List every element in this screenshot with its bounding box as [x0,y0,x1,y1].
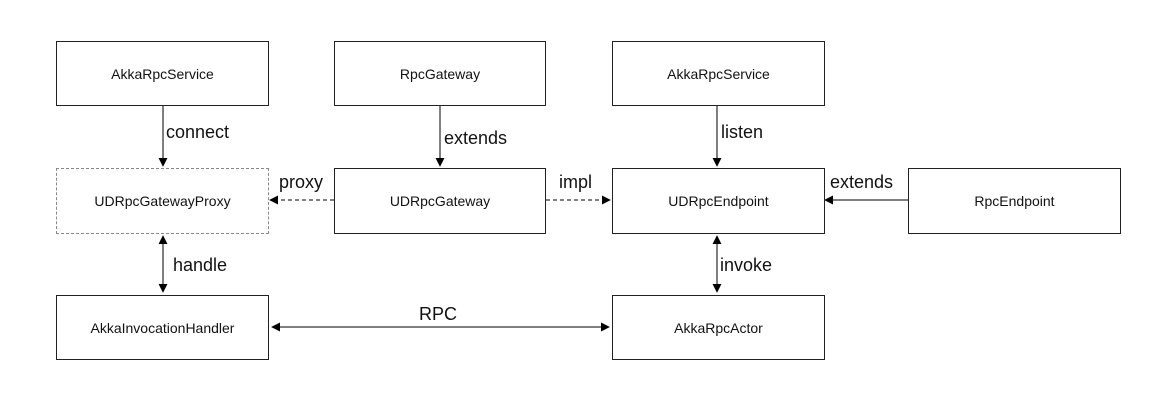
node-label: AkkaRpcService [667,65,770,82]
extends-gateway-label: extends [444,128,508,148]
rpc-label: RPC [419,304,458,324]
node-label: UDRpcGateway [389,193,491,209]
node-label: RpcGateway [399,65,481,82]
handle-label: handle [173,255,228,275]
proxy-label: proxy [279,172,324,192]
node-label: AkkaRpcService [111,65,214,82]
extends-endpoint-label: extends [830,172,894,192]
rpc-gateway-node: RpcGateway [334,41,546,106]
node-label: AkkaRpcActor [674,319,763,336]
node-label: UDRpcEndpoint [668,193,769,209]
akka-rpc-service-right-node: AkkaRpcService [612,41,825,106]
impl-label: impl [559,172,593,192]
ud-rpc-endpoint-node: UDRpcEndpoint [612,168,825,234]
akka-invocation-handler-node: AkkaInvocationHandler [56,295,269,360]
node-label: UDRpcGatewayProxy [94,193,231,209]
akka-rpc-actor-node: AkkaRpcActor [612,295,825,360]
ud-rpc-gateway-proxy-node: UDRpcGatewayProxy [56,168,269,234]
rpc-endpoint-node: RpcEndpoint [908,168,1121,234]
invoke-label: invoke [720,255,773,275]
connect-label: connect [166,122,230,142]
node-label: RpcEndpoint [974,193,1055,209]
ud-rpc-gateway-node: UDRpcGateway [334,168,546,234]
akka-rpc-service-left-node: AkkaRpcService [56,41,269,106]
node-label: AkkaInvocationHandler [90,319,235,336]
listen-label: listen [721,122,764,142]
